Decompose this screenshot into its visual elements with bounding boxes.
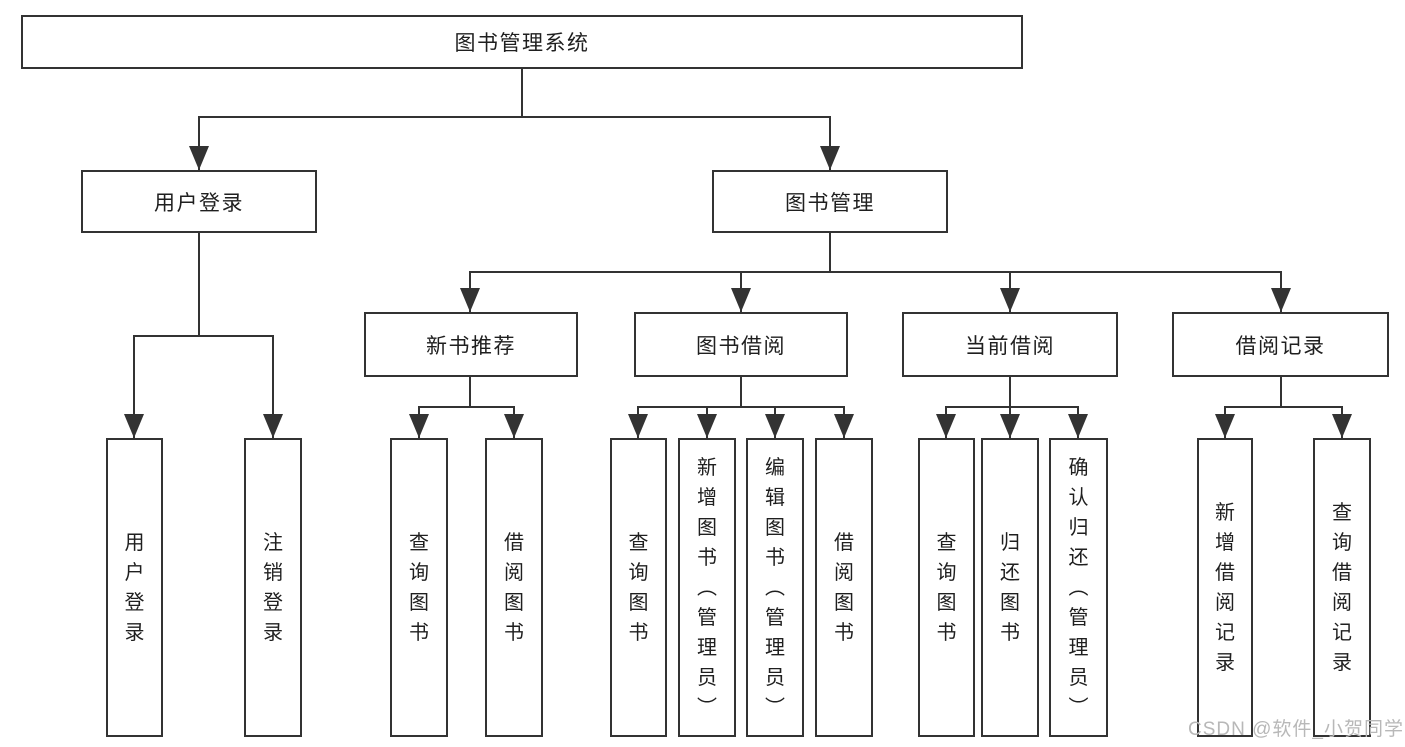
connector-line bbox=[198, 116, 831, 118]
node-label: 查询图书 bbox=[409, 531, 429, 644]
arrowhead-down-icon bbox=[263, 414, 283, 438]
arrowhead-down-icon bbox=[409, 414, 429, 438]
node-book-management: 图书管理 bbox=[712, 170, 948, 233]
connector-line bbox=[829, 231, 831, 273]
node-label: 新增借阅记录 bbox=[1215, 501, 1235, 674]
leaf-query-books-current: 查询图书 bbox=[918, 438, 975, 737]
node-label: 归还图书 bbox=[1000, 531, 1020, 644]
arrowhead-down-icon bbox=[731, 288, 751, 312]
arrowhead-down-icon bbox=[765, 414, 785, 438]
node-label: 查询图书 bbox=[628, 531, 649, 644]
node-label: 用户登录 bbox=[124, 531, 145, 644]
node-label: 借阅记录 bbox=[1235, 334, 1326, 358]
arrowhead-down-icon bbox=[189, 146, 209, 170]
leaf-query-borrow-record: 查询借阅记录 bbox=[1313, 438, 1371, 737]
leaf-confirm-return-admin: 确认归还︵管理员︶ bbox=[1049, 438, 1108, 737]
leaf-return-book: 归还图书 bbox=[981, 438, 1039, 737]
connector-line bbox=[740, 375, 742, 408]
connector-line bbox=[272, 335, 274, 438]
node-label: 图书借阅 bbox=[696, 334, 786, 358]
leaf-borrow-books: 借阅图书 bbox=[815, 438, 873, 737]
leaf-borrow-books-recommend: 借阅图书 bbox=[485, 438, 543, 737]
node-label: 新书推荐 bbox=[426, 334, 516, 358]
arrowhead-down-icon bbox=[460, 288, 480, 312]
arrowhead-down-icon bbox=[697, 414, 717, 438]
leaf-logout: 注销登录 bbox=[244, 438, 302, 737]
node-label: 注销登录 bbox=[263, 531, 283, 644]
node-label: 当前借阅 bbox=[965, 334, 1055, 358]
node-label: 查询图书 bbox=[936, 531, 957, 644]
node-new-book-recommend: 新书推荐 bbox=[364, 312, 578, 377]
node-borrow-records: 借阅记录 bbox=[1172, 312, 1389, 377]
arrowhead-down-icon bbox=[936, 414, 956, 438]
arrowhead-down-icon bbox=[1068, 414, 1088, 438]
node-library-system: 图书管理系统 bbox=[21, 15, 1023, 69]
arrowhead-down-icon bbox=[834, 414, 854, 438]
leaf-add-borrow-record: 新增借阅记录 bbox=[1197, 438, 1253, 737]
watermark: CSDN @软件_小贺同学 bbox=[1188, 719, 1404, 740]
node-user-login: 用户登录 bbox=[81, 170, 317, 233]
connector-line bbox=[829, 116, 831, 170]
node-current-borrow: 当前借阅 bbox=[902, 312, 1118, 377]
connector-line bbox=[1280, 375, 1282, 408]
node-label: 查询借阅记录 bbox=[1332, 501, 1352, 674]
node-book-borrow: 图书借阅 bbox=[634, 312, 848, 377]
arrowhead-down-icon bbox=[628, 414, 648, 438]
node-label: 借阅图书 bbox=[504, 531, 524, 644]
arrowhead-down-icon bbox=[1271, 288, 1291, 312]
node-label: 新增图书︵管理员︶ bbox=[697, 456, 717, 719]
connector-line bbox=[1009, 375, 1011, 408]
arrowhead-down-icon bbox=[504, 414, 524, 438]
leaf-query-books-borrow: 查询图书 bbox=[610, 438, 667, 737]
connector-line bbox=[198, 231, 200, 337]
node-label: 图书管理 bbox=[785, 191, 875, 215]
connector-line bbox=[469, 375, 471, 408]
leaf-query-books-recommend: 查询图书 bbox=[390, 438, 448, 737]
connector-line bbox=[133, 335, 135, 438]
connector-line bbox=[418, 406, 515, 408]
node-label: 图书管理系统 bbox=[454, 32, 590, 55]
node-label: 编辑图书︵管理员︶ bbox=[765, 456, 785, 719]
leaf-add-book-admin: 新增图书︵管理员︶ bbox=[678, 438, 736, 737]
connector-line bbox=[521, 67, 523, 118]
arrowhead-down-icon bbox=[1215, 414, 1235, 438]
connector-line bbox=[133, 335, 274, 337]
connector-line bbox=[637, 406, 845, 408]
arrowhead-down-icon bbox=[1332, 414, 1352, 438]
node-label: 确认归还︵管理员︶ bbox=[1068, 456, 1089, 719]
leaf-edit-book-admin: 编辑图书︵管理员︶ bbox=[746, 438, 804, 737]
connector-line bbox=[469, 271, 1282, 273]
leaf-user-login: 用户登录 bbox=[106, 438, 163, 737]
arrowhead-down-icon bbox=[124, 414, 144, 438]
connector-line bbox=[945, 406, 1079, 408]
arrowhead-down-icon bbox=[1000, 288, 1020, 312]
arrowhead-down-icon bbox=[820, 146, 840, 170]
connector-line bbox=[1224, 406, 1343, 408]
arrowhead-down-icon bbox=[1000, 414, 1020, 438]
node-label: 借阅图书 bbox=[834, 531, 854, 644]
connector-line bbox=[198, 116, 200, 170]
node-label: 用户登录 bbox=[154, 191, 244, 215]
